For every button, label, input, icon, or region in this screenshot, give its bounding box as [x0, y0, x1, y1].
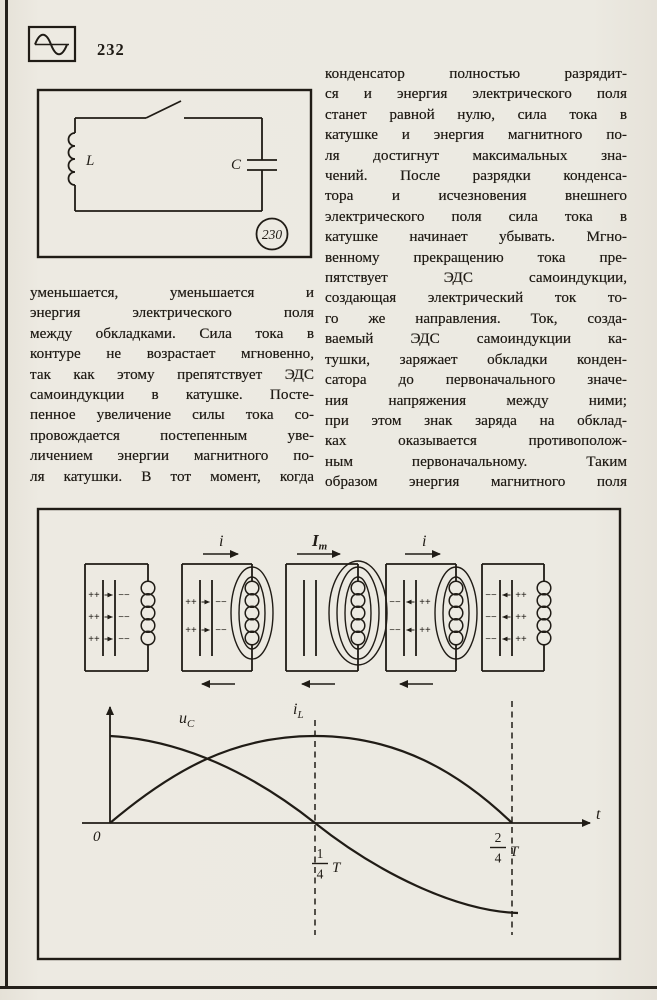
text-column-left: уменьшается, уменьшается и энергия элект…: [30, 284, 314, 485]
time-tick-quarter-T: 1 4 T: [312, 846, 342, 882]
svg-text:4: 4: [495, 851, 502, 866]
text-column-right: конденсатор полностью разрядит- ся и эне…: [325, 65, 627, 491]
voltage-curve: [109, 734, 519, 915]
time-tick-half-T: 2 4 T: [490, 830, 520, 866]
lc-circuit-diagram: L C 230: [67, 100, 289, 251]
current-direction-arrows: i Im i: [201, 531, 441, 688]
magnetic-field-lines: [442, 576, 470, 650]
svg-text:−−: −−: [389, 625, 401, 636]
scan-edge-left: [5, 0, 8, 989]
capacitor-plates: [102, 580, 116, 656]
svg-text:−−: −−: [118, 590, 130, 601]
current-curve-label: iL: [293, 701, 304, 721]
time-axis-label: t: [596, 806, 601, 823]
page-number: 232: [97, 40, 125, 59]
oscillation-stage-1: ++ ++ ++ −− −− −−: [84, 563, 156, 672]
svg-text:++: ++: [88, 590, 100, 601]
oscillation-graph: t 0 uC iL 1 4 T 2 4 T: [82, 701, 601, 935]
svg-text:1: 1: [317, 846, 324, 861]
svg-text:++: ++: [88, 612, 100, 623]
svg-text:++: ++: [419, 625, 431, 636]
scan-edge-bottom: [0, 986, 657, 989]
coil-symbol: [536, 580, 552, 646]
oscillation-stage-5: −− −− −− ++ ++ ++: [481, 563, 552, 672]
svg-text:4: 4: [317, 867, 324, 882]
current-curve: [109, 734, 513, 824]
svg-text:−−: −−: [118, 612, 130, 623]
magnetic-field-lines: [238, 576, 266, 650]
svg-text:++: ++: [515, 634, 527, 645]
coil-symbol: [244, 580, 260, 646]
capacitor-plates: [403, 580, 417, 656]
coil-symbol: [140, 580, 156, 646]
inductor-symbol: [67, 132, 76, 186]
origin-label: 0: [93, 829, 101, 845]
capacitor-plates: [199, 580, 213, 656]
svg-text:++: ++: [185, 625, 197, 636]
oscillation-stage-2: ++ ++ −− −−: [181, 563, 274, 672]
coil-symbol: [448, 580, 464, 646]
figure-lc-circuit: L C 230: [36, 88, 313, 259]
svg-text:−−: −−: [389, 597, 401, 608]
capacitor-plates: [303, 580, 317, 656]
current-label-1: i: [219, 533, 223, 550]
svg-text:T: T: [510, 844, 520, 860]
oscillation-stage-4: −− −− ++ ++: [385, 563, 478, 672]
svg-text:−−: −−: [118, 634, 130, 645]
inductor-label: L: [85, 153, 94, 169]
svg-text:−−: −−: [485, 612, 497, 623]
figure-number: 230: [262, 227, 283, 242]
capacitor-label: C: [231, 157, 242, 173]
magnetic-field-lines: [344, 576, 372, 650]
figure-oscillation-stages: ++ ++ ++ −− −− −− ++ ++ −− −−: [36, 507, 622, 961]
svg-text:−−: −−: [215, 597, 227, 608]
capacitor-plates: [499, 580, 513, 656]
ac-sine-wave-icon: [27, 25, 77, 63]
svg-text:T: T: [332, 860, 342, 876]
svg-text:++: ++: [185, 597, 197, 608]
switch-symbol: [145, 100, 182, 119]
svg-text:++: ++: [88, 634, 100, 645]
capacitor-symbol: [247, 159, 277, 171]
svg-text:++: ++: [419, 597, 431, 608]
svg-text:2: 2: [495, 830, 502, 845]
svg-text:−−: −−: [485, 634, 497, 645]
oscillation-stage-3: [285, 560, 388, 672]
current-label-2: i: [422, 533, 426, 550]
coil-symbol: [350, 580, 366, 646]
current-label-max: Im: [311, 531, 328, 553]
figure-number-circle: [255, 217, 289, 251]
svg-text:++: ++: [515, 590, 527, 601]
voltage-curve-label: uC: [179, 710, 195, 730]
svg-text:−−: −−: [485, 590, 497, 601]
svg-text:−−: −−: [215, 625, 227, 636]
svg-text:++: ++: [515, 612, 527, 623]
